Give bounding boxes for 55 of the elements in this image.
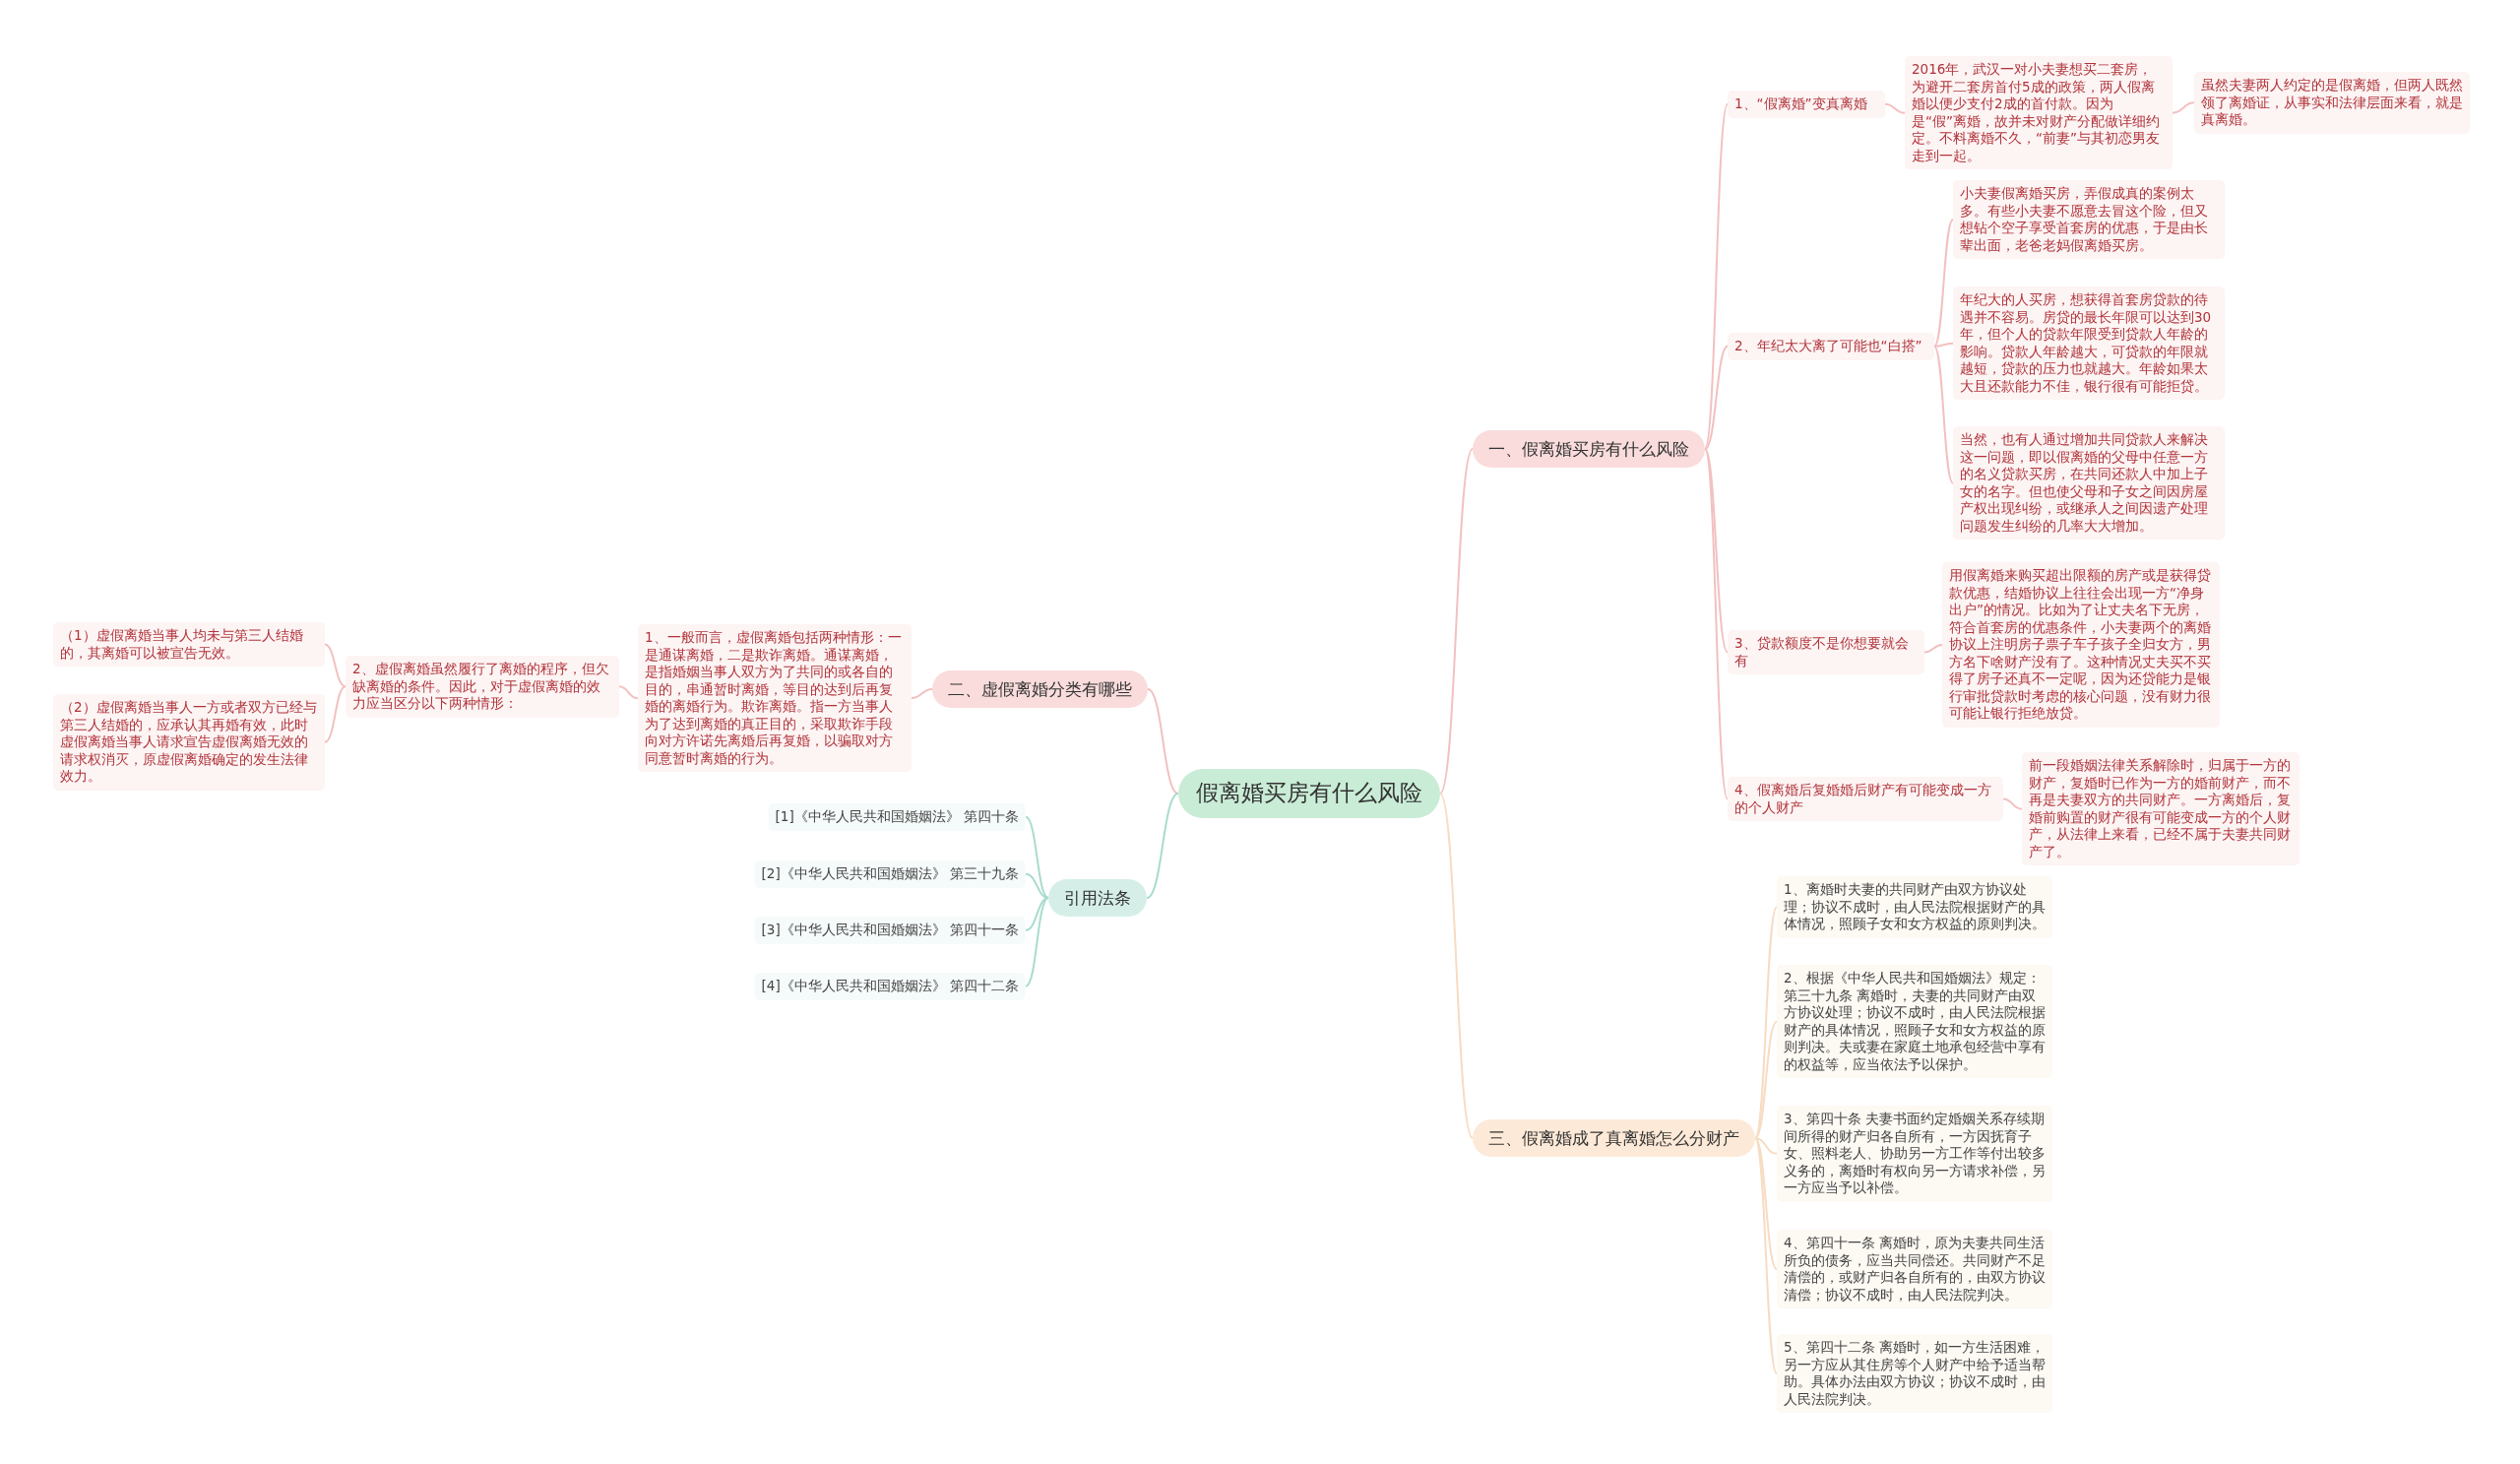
connector-line — [1025, 872, 1049, 900]
note-box: 小夫妻假离婚买房，弄假成真的案例太多。有些小夫妻不愿意去冒这个险，但又想钻个空子享受首套房的优惠，于是由长辈出面，老爸老妈假离婚买房。 — [1953, 180, 2225, 260]
connector-line — [1933, 219, 1954, 348]
note-box: 1、一般而言，虚假离婚包括两种情形：一是通谋离婚，二是欺诈离婚。通谋离婚，是指婚姻当事人双方为了共同的或各自的目的，串通暂时离婚，等目的达到后再复婚的离婚行为。欺诈离婚。指一方当事人为了达到离婚的真正目的，采取欺诈手段向对方许诺先离婚后再复婚，以骗取对方同意暂时离婚的行为。 — [638, 624, 912, 773]
citation-label: [2]《中华人民共和国婚姻法》 第三十九条 — [754, 860, 1026, 888]
connector-line — [324, 643, 346, 688]
connector-line — [1754, 1020, 1778, 1140]
note-box: 5、第四十二条 离婚时，如一方生活困难，另一方应从其住房等个人财产中给予适当帮助。具体办法由双方协议；协议不成时，由人民法院判决。 — [1777, 1334, 2052, 1414]
note-box: 2、虚假离婚虽然履行了离婚的程序，但欠缺离婚的条件。因此，对于虚假离婚的效力应当区分以下两种情形： — [346, 656, 619, 718]
note-box: 当然，也有人通过增加共同贷款人来解决这一问题，即以假离婚的父母中任意一方的名义贷款买房，在共同还款人中加上子女的名字。但也使父母和子女之间因房屋产权出现纠纷，或继承人之间因遗产处理问题发生纠纷的几率大大增加。 — [1953, 426, 2225, 541]
connector-line — [1923, 643, 1943, 654]
connector-line — [2002, 797, 2023, 810]
connector-line — [1025, 815, 1049, 900]
note-box: （2）虚假离婚当事人一方或者双方已经与第三人结婚的，应承认其再婚有效，此时虚假离婚当事人请求宣告虚假离婚无效的请求权消灭，原虚假离婚确定的发生法律效力。 — [53, 694, 325, 791]
connector-line — [618, 685, 639, 700]
connector-line — [1439, 792, 1474, 1140]
connector-line — [1754, 1137, 1778, 1271]
subtopic-box: 2、年纪太大离了可能也“白搭” — [1728, 333, 1934, 360]
connector-line — [1147, 688, 1179, 795]
subtopic-box: 1、“假离婚”变真离婚 — [1728, 91, 1885, 118]
connector-line — [1439, 448, 1474, 795]
branch-topic-box: 三、假离婚成了真离婚怎么分财产 — [1473, 1119, 1755, 1158]
branch-topic-box: 引用法条 — [1048, 879, 1147, 918]
note-box: 4、第四十一条 离婚时，原为夫妻共同生活所负的债务，应当共同偿还。共同财产不足清偿的，或财产归各自所有的，由双方协议清偿；协议不成时，由人民法院判决。 — [1777, 1230, 2052, 1309]
connector-line — [1704, 345, 1729, 451]
note-box: 虽然夫妻两人约定的是假离婚，但两人既然领了离婚证，从事实和法律层面来看，就是真离婚。 — [2194, 72, 2470, 134]
connector-line — [1754, 1137, 1778, 1155]
note-box: 用假离婚来购买超出限额的房产或是获得贷款优惠，结婚协议上往往会出现一方“净身出户”的情况。比如为了让丈夫名下无房，符合首套房的优惠条件，小夫妻两个的离婚协议上注明房子票子车子孩子全归女方，男方名下啥财产没有了。这种情况丈夫买不买得了房子还真不一定呢，因为还贷能力是银行审批贷款时考虑的核心问题，没有财力很可能让银行拒绝放贷。 — [1942, 562, 2220, 728]
connector-line — [1704, 448, 1729, 654]
citation-label: [4]《中华人民共和国婚姻法》 第四十二条 — [754, 973, 1026, 1000]
connector-line — [1146, 792, 1179, 900]
note-box: 1、离婚时夫妻的共同财产由双方协议处理；协议不成时，由人民法院根据财产的具体情况，照顾子女和女方权益的原则判决。 — [1777, 876, 2052, 938]
branch-topic-box: 二、虚假离婚分类有哪些 — [932, 670, 1148, 709]
connector-line — [1884, 102, 1906, 114]
connector-line — [1933, 345, 1954, 484]
note-box: 前一段婚姻法律关系解除时，归属于一方的财产，复婚时已作为一方的婚前财产，而不再是夫妻双方的共同财产。一方离婚后，复婚前购置的财产很有可能变成一方的个人财产，从法律上来看，已经不属于夫妻共同财产了。 — [2022, 752, 2300, 866]
root-topic-box: 假离婚买房有什么风险 — [1178, 769, 1440, 818]
note-box: 2016年，武汉一对小夫妻想买二套房，为避开二套房首付5成的政策，两人假离婚以便少支付2成的首付款。因为是“假”离婚，故并未对财产分配做详细约定。不料离婚不久，“前妻”与其初恋男友走到一起。 — [1905, 56, 2173, 170]
citation-label: [1]《中华人民共和国婚姻法》 第四十条 — [768, 803, 1026, 831]
note-box: （1）虚假离婚当事人均未与第三人结婚的，其离婚可以被宣告无效。 — [53, 622, 325, 668]
citation-label: [3]《中华人民共和国婚姻法》 第四十一条 — [754, 917, 1026, 944]
note-box: 3、第四十条 夫妻书面约定婚姻关系存续期间所得的财产归各自所有，一方因抚育子女、照料老人、协助另一方工作等付出较多义务的，离婚时有权向另一方请求补偿，另一方应当予以补偿。 — [1777, 1106, 2052, 1202]
connector-line — [1025, 897, 1049, 931]
connector-line — [1754, 1137, 1778, 1375]
connector-line — [2172, 101, 2195, 114]
connector-line — [1933, 342, 1954, 348]
subtopic-box: 4、假离婚后复婚婚后财产有可能变成一方的个人财产 — [1728, 777, 2003, 822]
branch-topic-box: 一、假离婚买房有什么风险 — [1473, 430, 1705, 469]
connector-line — [1704, 448, 1729, 800]
connector-line — [1025, 897, 1049, 987]
connector-line — [324, 685, 346, 743]
subtopic-box: 3、贷款额度不是你想要就会有 — [1728, 630, 1924, 675]
note-box: 2、根据《中华人民共和国婚姻法》规定：第三十九条 离婚时，夫妻的共同财产由双方协议处理；协议不成时，由人民法院根据财产的具体情况，照顾子女和女方权益的原则判决。夫或妻在家庭土地承包经营中享有的权益等，应当依法予以保护。 — [1777, 965, 2052, 1079]
connector-line — [911, 688, 933, 700]
note-box: 年纪大的人买房，想获得首套房贷款的待遇并不容易。房贷的最长年限可以达到30年，但个人的贷款年限受到贷款人年龄的影响。贷款人年龄越大，可贷款的年限就越短，贷款的压力也就越大。年龄如果太大且还款能力不佳，银行很有可能拒贷。 — [1953, 286, 2225, 401]
